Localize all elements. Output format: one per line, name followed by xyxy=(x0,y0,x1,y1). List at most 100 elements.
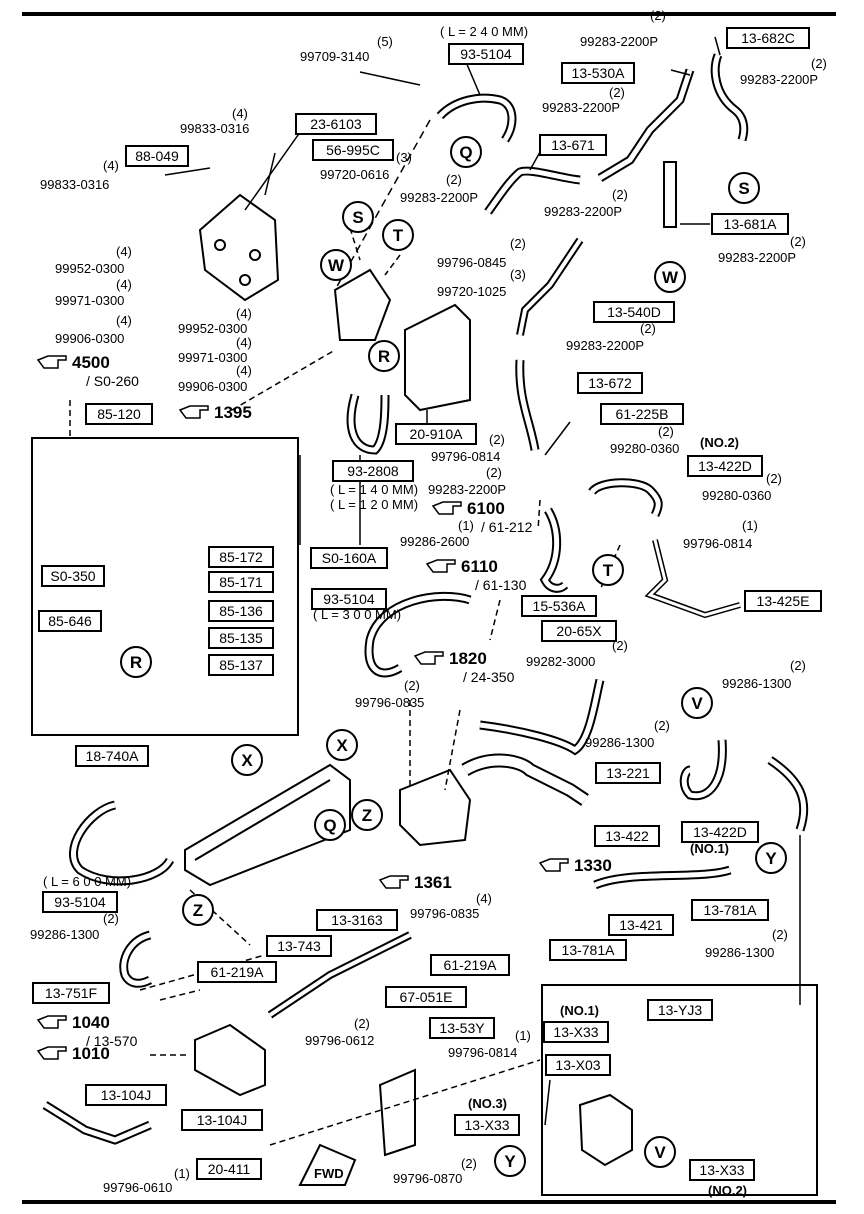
connector-letter-text: R xyxy=(130,653,142,672)
quantity-label: (3) xyxy=(396,150,412,165)
part-box-85-136: 85-136 xyxy=(208,600,274,622)
note-label: (NO.2) xyxy=(700,435,739,450)
part-number-label: 99709-3140 xyxy=(300,49,369,64)
connector-letter-text: Z xyxy=(362,806,372,825)
quantity-label: (3) xyxy=(510,267,526,282)
part-box-label: 13-751F xyxy=(45,985,97,1001)
part-box-label: 13-540D xyxy=(607,304,661,320)
page-ref-number: 1040 xyxy=(72,1013,110,1032)
connector-letter-text: W xyxy=(328,256,345,275)
page-ref-sub: / 61-130 xyxy=(475,577,527,593)
quantity-label: (1) xyxy=(515,1028,531,1043)
connector-letter-Z: Z xyxy=(351,799,383,831)
part-number-label: 99796-0814 xyxy=(431,449,500,464)
part-box-13-681A: 13-681A xyxy=(711,213,789,235)
part-box-label: 13-682C xyxy=(741,30,795,46)
page-ref-sub: / 61-212 xyxy=(481,519,533,535)
part-box-13-530A: 13-530A xyxy=(561,62,635,84)
connector-letter-Y: Y xyxy=(494,1145,526,1177)
part-box-label: 13-422 xyxy=(605,828,649,844)
page-ref-sub: / 24-350 xyxy=(463,669,515,685)
part-box-label: 13-104J xyxy=(197,1112,248,1128)
part-number-label: 99283-2200P xyxy=(542,100,620,115)
connector-letter-text: X xyxy=(336,736,348,755)
part-box-93-5104a: 93-5104 xyxy=(448,43,524,65)
part-box-label: 85-135 xyxy=(219,630,263,646)
part-box-label: 61-225B xyxy=(616,406,669,422)
part-box-13-422D-a: 13-422D xyxy=(687,455,763,477)
part-box-13-743: 13-743 xyxy=(266,935,332,957)
part-box-S0-350: S0-350 xyxy=(41,565,105,587)
part-number-label: 99796-0835 xyxy=(410,906,479,921)
part-box-13-672: 13-672 xyxy=(577,372,643,394)
connector-letter-W: W xyxy=(654,261,686,293)
quantity-label: (2) xyxy=(489,432,505,447)
part-box-13-YJ3: 13-YJ3 xyxy=(647,999,713,1021)
part-box-label: 93-5104 xyxy=(323,591,375,607)
connector-letter-Q: Q xyxy=(450,136,482,168)
part-box-93-5104c: 93-5104 xyxy=(42,891,118,913)
quantity-label: (2) xyxy=(609,85,625,100)
page-ref-number: 4500 xyxy=(72,353,110,372)
pointing-hand-icon xyxy=(36,1015,67,1029)
quantity-label: (5) xyxy=(377,34,393,49)
part-box-label: 15-536A xyxy=(533,598,587,614)
connector-letter-X: X xyxy=(231,744,263,776)
part-number-label: 99280-0360 xyxy=(610,441,679,456)
connector-letter-Y: Y xyxy=(755,842,787,874)
connector-letter-text: Q xyxy=(323,816,336,835)
connector-letter-W: W xyxy=(320,249,352,281)
connector-letter-text: X xyxy=(241,751,253,770)
part-illustrations xyxy=(31,53,818,1196)
connector-letter-text: Q xyxy=(459,143,472,162)
quantity-label: (4) xyxy=(103,158,119,173)
part-box-label: 18-740A xyxy=(86,748,140,764)
part-box-20-65X: 20-65X xyxy=(541,620,617,642)
part-box-label: 13-672 xyxy=(588,375,632,391)
part-number-label: 99286-1300 xyxy=(30,927,99,942)
part-number-label: 99796-0814 xyxy=(683,536,752,551)
part-number-label: 99796-0610 xyxy=(103,1180,172,1195)
part-box-13-221: 13-221 xyxy=(595,762,661,784)
quantity-label: (1) xyxy=(742,518,758,533)
page-ref-6110: 6110/ 61-130 xyxy=(425,557,527,593)
connector-letter-T: T xyxy=(382,219,414,251)
pointing-hand-icon xyxy=(178,405,209,419)
part-number-label: 99286-1300 xyxy=(585,735,654,750)
pointing-hand-icon xyxy=(431,501,462,515)
part-box-13-X33-c: 13-X33 xyxy=(689,1159,755,1181)
length-note: ( L = 3 0 0 MM) xyxy=(313,607,401,622)
connector-letter-text: S xyxy=(352,208,363,227)
part-number-label: 99796-0845 xyxy=(437,255,506,270)
page-ref-1820: 1820/ 24-350 xyxy=(413,649,515,685)
part-box-13-425E: 13-425E xyxy=(744,590,822,612)
quantity-label: (2) xyxy=(650,8,666,23)
part-box-13-3163: 13-3163 xyxy=(316,909,398,931)
part-number-label: 99720-1025 xyxy=(437,284,506,299)
quantity-label: (4) xyxy=(232,106,248,121)
quantity-label: (2) xyxy=(612,187,628,202)
part-box-13-682C: 13-682C xyxy=(726,27,810,49)
connector-letter-S: S xyxy=(728,172,760,204)
part-number-label: 99283-2200P xyxy=(580,34,658,49)
part-box-label: 13-X33 xyxy=(553,1024,598,1040)
connector-letter-text: R xyxy=(378,347,390,366)
part-box-label: 85-120 xyxy=(97,406,141,422)
part-box-label: 13-421 xyxy=(619,917,663,933)
page-ref-number: 1820 xyxy=(449,649,487,668)
connector-letter-text: V xyxy=(691,694,703,713)
part-box-13-X33-a: 13-X33 xyxy=(543,1021,609,1043)
part-box-label: 13-781A xyxy=(704,902,758,918)
quantity-label: (2) xyxy=(654,718,670,733)
page-ref-4500: 4500/ S0-260 xyxy=(36,353,139,389)
part-box-label: 13-530A xyxy=(572,65,626,81)
quantity-label: (2) xyxy=(354,1016,370,1031)
quantity-label: (2) xyxy=(766,471,782,486)
part-box-67-051E: 67-051E xyxy=(385,986,467,1008)
part-box-label: 13-X03 xyxy=(555,1057,600,1073)
part-number-label: 99796-0612 xyxy=(305,1033,374,1048)
connector-letter-text: Y xyxy=(765,849,777,868)
part-box-85-137: 85-137 xyxy=(208,654,274,676)
page-ref-1010: 1010 xyxy=(36,1044,110,1063)
pointing-hand-icon xyxy=(378,875,409,889)
